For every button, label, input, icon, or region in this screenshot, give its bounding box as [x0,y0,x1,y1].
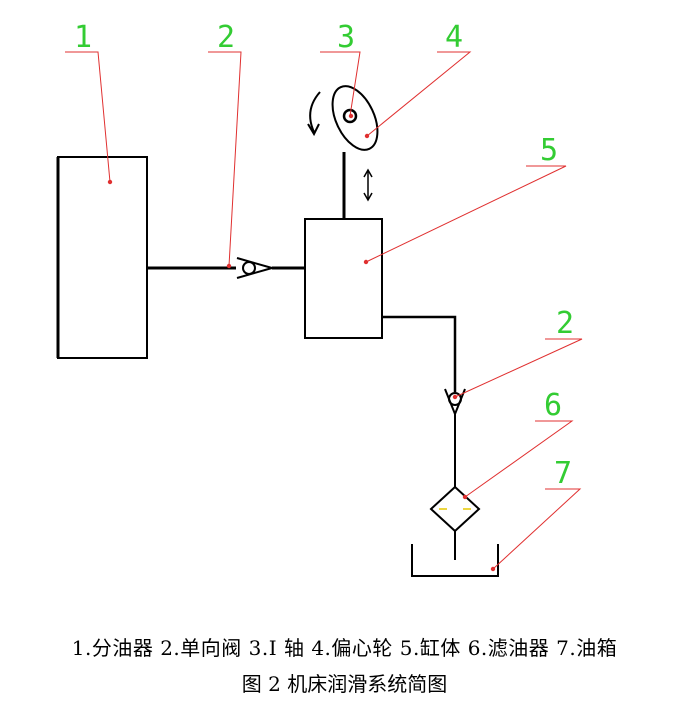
pipe-cylinder-to-lower-valve [382,315,457,392]
callout-4-number: 4 [445,20,463,55]
cylinder-box [304,218,383,339]
callout-2-number: 2 [217,20,235,55]
callout-6-number: 6 [544,388,562,423]
callout-5-number: 5 [540,133,558,168]
rotation-arrow [307,91,321,137]
callout-3-number: 3 [337,20,355,55]
callout-7-number: 7 [554,456,572,491]
check-valve-horizontal [236,257,273,279]
check-valve-vertical [444,388,466,415]
component-legend: 1.分油器 2.单向阀 3.I 轴 4.偏心轮 5.缸体 6.滤油器 7.油箱 [71,636,618,660]
lubrication-system-diagram: 1 2 3 4 5 2 6 7 [56,20,583,577]
reciprocating-arrow [363,168,373,202]
oil-filter [429,485,481,533]
leader-dots [107,113,496,572]
leader-lines [65,51,583,570]
shaft-circle [342,108,358,124]
callout-1-number: 1 [74,20,92,55]
callout-2b-number: 2 [556,306,574,341]
oil-distributor-box [57,156,148,359]
figure-title: 图 2 机床润滑系统简图 [241,672,448,696]
oil-tank [411,544,499,577]
